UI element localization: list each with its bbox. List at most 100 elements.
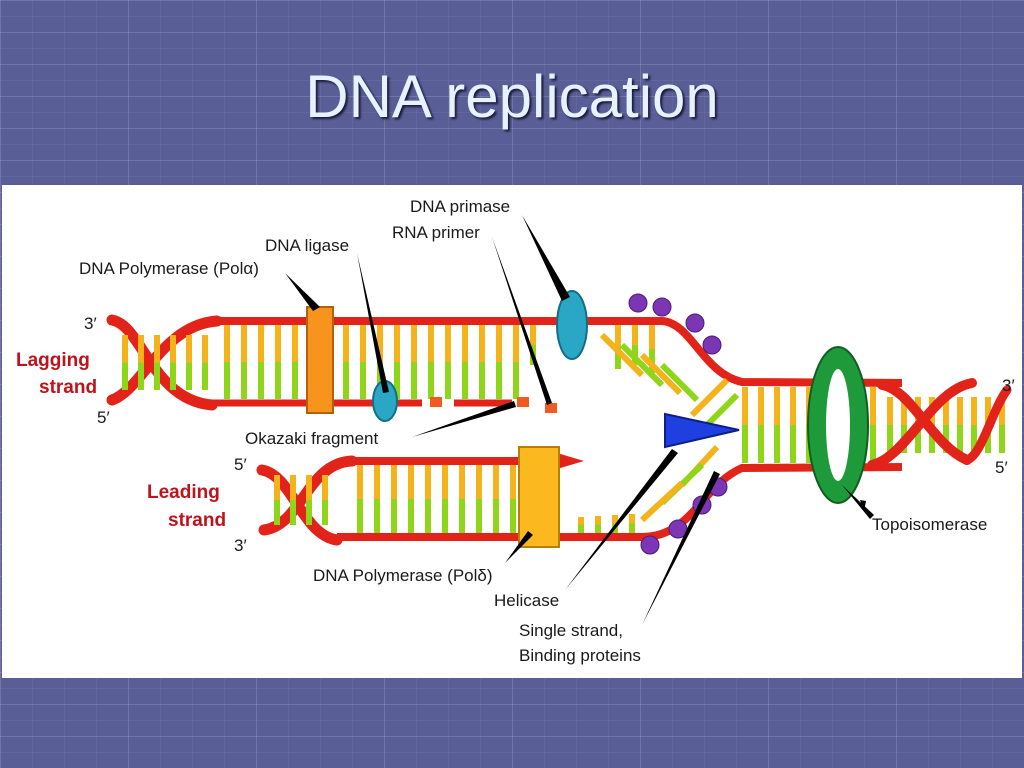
label-leading-3prime: 3′ — [234, 536, 247, 555]
parental-base-pair-half-b — [929, 425, 935, 453]
lagging-base-pair-half-a — [632, 325, 638, 345]
leading-base-pair-half-a — [442, 465, 448, 499]
leading-base-pair-half-b — [357, 499, 363, 533]
primer-markers — [430, 397, 557, 413]
primase-shape — [556, 290, 588, 360]
lagging-base-pair-half-a — [292, 325, 298, 362]
parental-base-pair-half-a — [999, 397, 1005, 425]
diagram-panel: DNA primase RNA primer DNA ligase DNA Po… — [2, 185, 1022, 678]
lagging-base-pair-half-b — [377, 362, 383, 399]
label-lagging-line2: strand — [39, 377, 97, 398]
parental-base-pair-half-b — [758, 425, 764, 463]
lagging-base-pair-half-a — [479, 325, 485, 362]
leading-base-pair-half-a — [290, 475, 296, 500]
leading-base-pair-half-b — [306, 500, 312, 525]
leading-base-pair-half-a — [510, 465, 516, 499]
lagging-base-pair-half-a — [462, 325, 468, 362]
leading-base-pair-half-b — [510, 499, 516, 533]
lagging-base-pair-half-a — [154, 335, 160, 363]
parental-base-pair-half-b — [915, 425, 921, 453]
leading-base-pair-half-a — [578, 517, 584, 525]
leading-base-pair-half-a — [476, 465, 482, 499]
label-lagging-5prime: 5′ — [97, 408, 110, 427]
leading-base-pair-half-a — [629, 514, 635, 524]
leading-base-pair-half-b — [290, 500, 296, 525]
leading-base-pair-half-a — [391, 465, 397, 499]
ssb-protein-icon — [685, 313, 705, 333]
lagging-base-pair-half-a — [394, 325, 400, 362]
label-rna-primer: RNA primer — [392, 223, 480, 242]
helicase-icon — [664, 412, 740, 449]
leading-base-pair-half-b — [595, 524, 601, 533]
lagging-base-pair-half-a — [122, 335, 128, 363]
fork-base-pair — [659, 362, 700, 403]
lagging-base-pair-half-b — [241, 362, 247, 399]
fork-base-pair — [599, 332, 645, 378]
parental-base-pair-half-a — [943, 397, 949, 425]
parental-base-pair-half-b — [957, 425, 963, 453]
lagging-base-pair-half-a — [513, 325, 519, 362]
parental-base-pair-half-a — [887, 397, 893, 425]
parental-base-pair-half-b — [774, 425, 780, 463]
label-right-5prime: 5′ — [995, 458, 1008, 477]
leading-helix — [256, 455, 358, 546]
label-helicase: Helicase — [494, 591, 559, 610]
parental-base-pair-half-b — [870, 425, 876, 463]
leading-base-pair-half-b — [425, 499, 431, 533]
lagging-base-pair-half-b — [445, 362, 451, 399]
synthesis-arrow-icon — [557, 453, 584, 469]
label-pol-alpha: DNA Polymerase (Polα) — [79, 259, 259, 278]
leading-base-pair-half-a — [459, 465, 465, 499]
lagging-base-pair-half-b — [224, 362, 230, 399]
leading-base-pair-half-b — [459, 499, 465, 533]
label-ssb-line2: Binding proteins — [519, 646, 641, 665]
fork-base-pair — [639, 480, 685, 523]
parental-base-pair-half-b — [887, 425, 893, 453]
leading-base-pair-half-b — [374, 499, 380, 533]
lagging-base-pair-half-b — [462, 362, 468, 399]
lagging-base-pair-half-b — [411, 362, 417, 399]
leading-base-pair-half-a — [425, 465, 431, 499]
label-pol-delta: DNA Polymerase (Polδ) — [313, 566, 493, 585]
leading-base-pair-half-a — [408, 465, 414, 499]
parental-base-pair-half-a — [774, 387, 780, 425]
parental-base-pair-half-b — [999, 425, 1005, 453]
ssb-protein-icon — [652, 297, 672, 317]
leading-base-pair-half-a — [374, 465, 380, 499]
lagging-base-pair-half-a — [530, 325, 536, 345]
parental-base-pair-half-b — [790, 425, 796, 463]
lagging-base-pair-half-a — [377, 325, 383, 362]
lagging-base-pair-half-b — [275, 362, 281, 399]
leading-base-pair-half-a — [357, 465, 363, 499]
label-leading-line2: strand — [168, 510, 226, 531]
lagging-base-pair-half-b — [292, 362, 298, 399]
label-leading-5prime: 5′ — [234, 455, 247, 474]
callout-pointers — [285, 215, 874, 625]
parental-base-pair-half-b — [971, 425, 977, 453]
leading-base-pair-half-b — [442, 499, 448, 533]
leading-base-pair-half-b — [274, 500, 280, 525]
lagging-base-pair-half-a — [138, 335, 144, 363]
lagging-base-pair-half-a — [428, 325, 434, 362]
lagging-base-pair-half-b — [496, 362, 502, 399]
lagging-base-pair-half-a — [202, 335, 208, 363]
parental-helix — [867, 378, 1012, 470]
parental-base-pair-half-b — [742, 425, 748, 463]
lagging-base-pair-half-a — [615, 325, 621, 347]
label-dna-ligase: DNA ligase — [265, 236, 349, 255]
leading-base-pair-half-b — [493, 499, 499, 533]
dna-replication-diagram: DNA primase RNA primer DNA ligase DNA Po… — [16, 197, 1015, 665]
lagging-base-pair-half-b — [479, 362, 485, 399]
leading-base-pair-half-a — [595, 516, 601, 525]
label-okazaki-fragment: Okazaki fragment — [245, 429, 378, 448]
parental-base-pair-half-a — [971, 397, 977, 425]
lagging-base-pair-half-a — [496, 325, 502, 362]
fork-base-pair — [639, 352, 683, 396]
label-topoisomerase: Topoisomerase — [872, 515, 987, 534]
pol-alpha-shape — [306, 306, 334, 414]
lagging-base-pair-half-a — [445, 325, 451, 362]
leading-base-pair-half-b — [629, 523, 635, 533]
parental-base-pair-half-a — [790, 387, 796, 425]
lagging-base-pair-half-b — [138, 362, 144, 390]
leading-base-pair-half-b — [476, 499, 482, 533]
